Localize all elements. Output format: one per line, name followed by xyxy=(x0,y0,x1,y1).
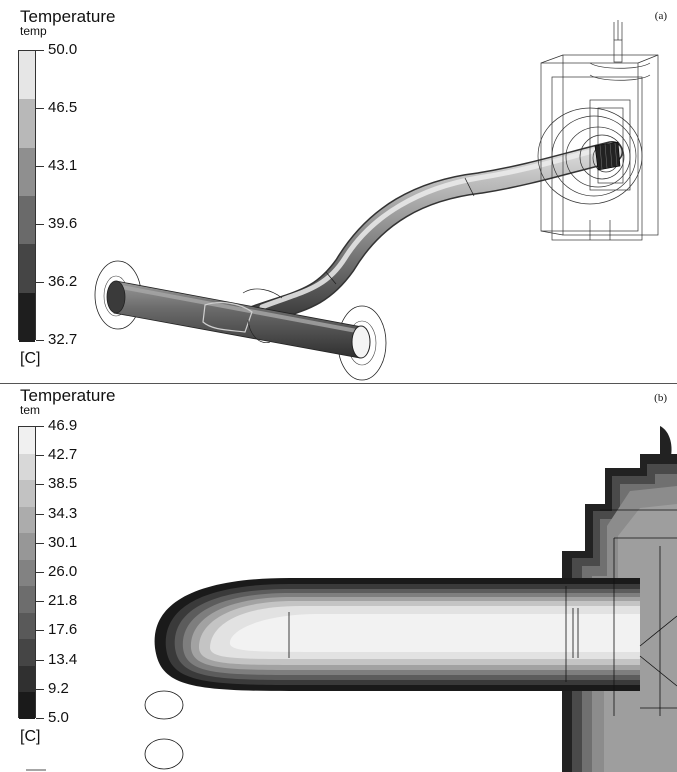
legend-subtitle-a: temp xyxy=(20,24,47,38)
color-scale-tick xyxy=(36,601,44,603)
color-scale-segment xyxy=(19,99,35,149)
heater-wireframe-b xyxy=(288,509,677,716)
color-scale-value: 42.7 xyxy=(48,446,78,464)
color-scale-value: 32.7 xyxy=(48,331,78,348)
color-scale-tick xyxy=(36,572,44,573)
color-scale-segment xyxy=(19,244,35,294)
panel-b: Temperature tem (b) 46.9 42.7 38.5 34.3 30.1… xyxy=(0,386,677,772)
color-scale-value: 26.0 xyxy=(48,563,78,580)
color-scale-segment xyxy=(19,51,35,100)
ring-outline-lower xyxy=(144,738,184,770)
color-scale-segment xyxy=(19,427,35,454)
color-scale-value: 38.5 xyxy=(48,475,78,493)
color-scale-segment xyxy=(19,665,35,693)
color-scale-segment xyxy=(19,453,35,481)
pipe-contour-bands xyxy=(154,578,641,691)
color-scale-value: 46.5 xyxy=(48,99,78,116)
color-scale-segment xyxy=(19,533,35,561)
color-scale-segment xyxy=(19,147,35,197)
heater-box-wireframe xyxy=(537,20,659,241)
color-scale-value: 46.9 xyxy=(48,417,78,434)
color-scale-tick xyxy=(36,630,44,632)
color-scale-segment xyxy=(19,639,35,667)
unit-label-a: [C] xyxy=(20,350,41,367)
color-scale-segment xyxy=(19,196,35,245)
temperature-contour-view xyxy=(26,426,677,772)
panel-divider xyxy=(0,383,677,384)
color-scale-segment xyxy=(19,506,35,534)
legend-title-b: Temperature xyxy=(20,386,116,405)
color-scale-tick xyxy=(36,166,44,167)
color-scale-bar-a xyxy=(18,50,36,342)
color-scale-value: 50.0 xyxy=(48,41,78,58)
ring-outline-upper xyxy=(144,690,184,720)
panel-a: Temperature temp (a) 50.0 46.5 43.1 39.6 36.… xyxy=(0,0,677,383)
color-scale-tick xyxy=(36,108,44,109)
color-scale-value: 39.6 xyxy=(48,215,78,232)
color-scale-segment xyxy=(19,292,35,342)
color-scale-segment xyxy=(19,586,35,614)
color-scale-tick xyxy=(36,340,44,341)
color-scale-value: 34.3 xyxy=(48,504,78,522)
color-scale-tick xyxy=(36,718,44,719)
color-scale-value: 21.8 xyxy=(48,592,78,610)
color-scale-tick xyxy=(36,484,44,486)
color-scale-value: 17.6 xyxy=(48,621,78,639)
panel-label-a: (a) xyxy=(654,10,667,22)
color-scale-value: 13.4 xyxy=(48,650,78,668)
legend-title-a: Temperature xyxy=(20,7,116,26)
color-scale-segment xyxy=(19,480,35,508)
color-scale-tick xyxy=(36,513,44,515)
color-scale-tick xyxy=(36,455,44,457)
unit-label-b: [C] xyxy=(20,728,41,745)
color-scale-segment xyxy=(19,559,35,587)
color-scale-value: 5.0 xyxy=(48,709,69,726)
color-scale-segment xyxy=(19,612,35,640)
color-scale-value: 36.2 xyxy=(48,273,78,290)
legend-subtitle-b: tem xyxy=(20,403,41,417)
color-scale-tick xyxy=(36,224,44,225)
color-scale-bar-b xyxy=(18,426,36,720)
color-scale-tick xyxy=(36,659,44,661)
color-scale-value: 43.1 xyxy=(48,157,78,174)
color-scale-tick xyxy=(36,542,44,544)
color-scale-tick xyxy=(36,426,44,427)
color-scale-tick xyxy=(36,282,44,283)
color-scale-tick xyxy=(36,688,44,690)
color-scale-value: 30.1 xyxy=(48,533,78,551)
color-scale-value: 9.2 xyxy=(48,679,69,697)
color-scale-tick xyxy=(36,50,44,51)
pipe-3d-view xyxy=(94,20,659,381)
color-scale-segment xyxy=(19,692,35,720)
panel-label-b: (b) xyxy=(654,392,667,404)
